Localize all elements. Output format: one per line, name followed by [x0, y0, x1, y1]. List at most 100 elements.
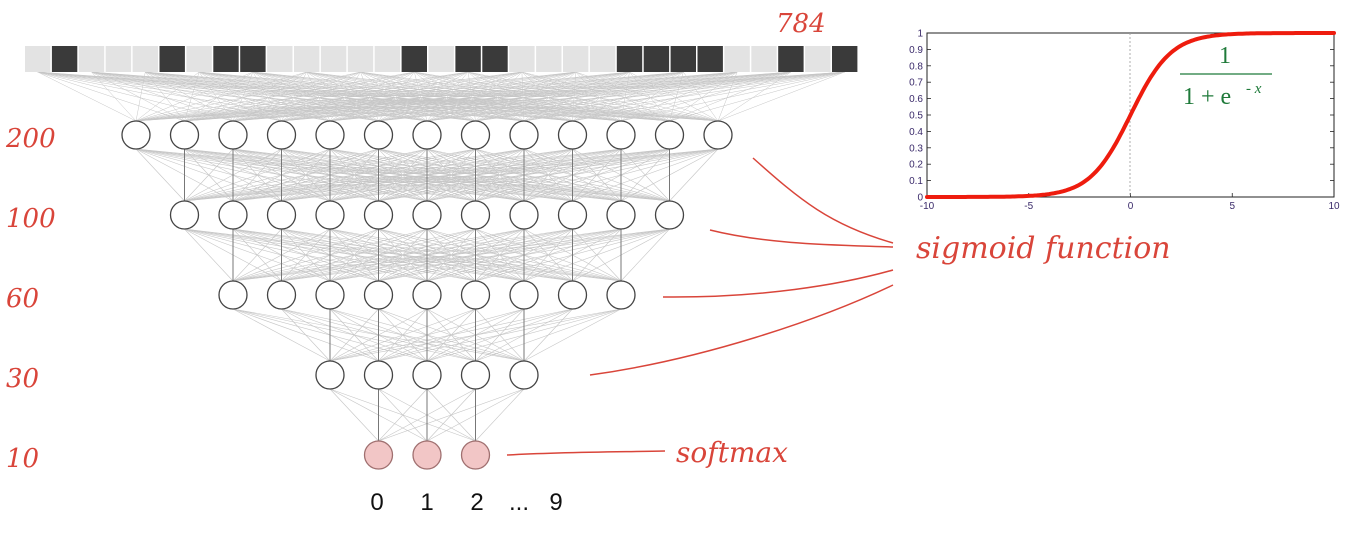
connection	[281, 71, 845, 122]
y-tick-label: 0.8	[909, 61, 923, 72]
connection	[281, 71, 684, 122]
input-pixel-on	[832, 46, 858, 72]
input-pixel-on	[670, 46, 696, 72]
connection	[281, 308, 331, 362]
connection	[135, 71, 576, 122]
neuron	[460, 280, 491, 310]
input-pixel-off	[267, 46, 293, 72]
layer-size-label: 200	[5, 124, 56, 154]
connection	[523, 71, 845, 122]
neuron	[169, 120, 200, 150]
connection	[232, 228, 670, 282]
connection	[329, 71, 684, 122]
neuron	[266, 200, 297, 230]
neuron	[412, 280, 442, 310]
connection	[426, 71, 630, 122]
input-pixel-off	[536, 46, 562, 72]
connection	[135, 71, 415, 122]
connection	[232, 71, 469, 122]
input-pixel-on	[159, 46, 185, 72]
connection	[184, 228, 234, 282]
x-tick-label: -10	[920, 201, 935, 212]
connection	[620, 71, 684, 122]
connection	[620, 71, 738, 122]
neuron	[412, 200, 442, 230]
neuron	[460, 360, 491, 390]
y-tick-label: 0.6	[909, 94, 923, 105]
connection	[475, 71, 630, 122]
layer-size-label: 30	[6, 364, 39, 394]
input-pixel-on	[616, 46, 643, 72]
connection	[717, 71, 792, 122]
connection	[378, 71, 469, 122]
connection	[184, 71, 254, 122]
y-tick-label: 0.1	[909, 176, 923, 187]
output-class-label: 1	[420, 489, 433, 516]
connection	[620, 71, 630, 122]
connection	[281, 71, 576, 122]
connection	[475, 71, 738, 122]
connection	[620, 71, 845, 122]
neuron	[363, 360, 394, 390]
neuron	[363, 120, 394, 150]
annotation-line	[752, 157, 894, 244]
connection	[329, 71, 415, 122]
connection	[475, 71, 576, 122]
x-tick-label: 10	[1328, 201, 1340, 212]
connection	[329, 71, 522, 122]
input-pixel-off	[805, 46, 831, 72]
connection	[378, 71, 738, 122]
layer-size-label: 60	[6, 284, 39, 314]
connection	[281, 71, 469, 122]
connection	[232, 71, 522, 122]
neuron	[315, 200, 345, 230]
y-tick-label: 0.5	[909, 111, 923, 122]
neuron	[412, 120, 442, 150]
connection	[135, 71, 469, 122]
connection	[378, 71, 576, 122]
connection	[378, 71, 630, 122]
input-pixel-off	[347, 46, 374, 72]
input-pixel-off	[563, 46, 589, 72]
connection	[135, 71, 630, 122]
connection	[184, 71, 845, 122]
connection	[232, 71, 415, 122]
output-class-label: 0	[370, 489, 383, 516]
input-pixel-on	[482, 46, 508, 72]
connection	[135, 71, 791, 122]
connection	[184, 148, 428, 202]
neuron	[460, 200, 491, 230]
y-tick-label: 1	[917, 29, 923, 40]
neuron	[363, 280, 394, 310]
connection	[281, 71, 630, 122]
input-pixel-off	[25, 46, 51, 72]
output-class-label: ...	[509, 489, 529, 516]
y-tick-label: 0.3	[909, 143, 923, 154]
connection	[414, 71, 476, 122]
connection	[467, 71, 525, 122]
neuron	[509, 360, 539, 390]
input-count-label: 784	[776, 9, 826, 39]
connection	[135, 71, 146, 122]
softmax-neuron	[363, 440, 394, 470]
connection	[572, 71, 738, 122]
x-tick-label: -5	[1024, 201, 1033, 212]
softmax-neuron	[460, 440, 491, 470]
neuron	[315, 360, 345, 390]
input-pixel-on	[401, 46, 427, 72]
neuron	[218, 200, 248, 230]
softmax-neuron	[412, 440, 442, 470]
annotation-line	[506, 450, 666, 456]
connection	[426, 71, 523, 122]
connection	[523, 71, 576, 122]
connection	[378, 388, 525, 442]
connection	[329, 71, 630, 122]
y-tick-label: 0	[917, 193, 923, 204]
x-tick-label: 5	[1229, 201, 1235, 212]
input-pixel-on	[455, 46, 481, 72]
connection	[669, 148, 719, 202]
connection	[232, 228, 573, 282]
connection	[329, 228, 670, 282]
connection	[572, 71, 576, 122]
connection	[184, 71, 200, 122]
